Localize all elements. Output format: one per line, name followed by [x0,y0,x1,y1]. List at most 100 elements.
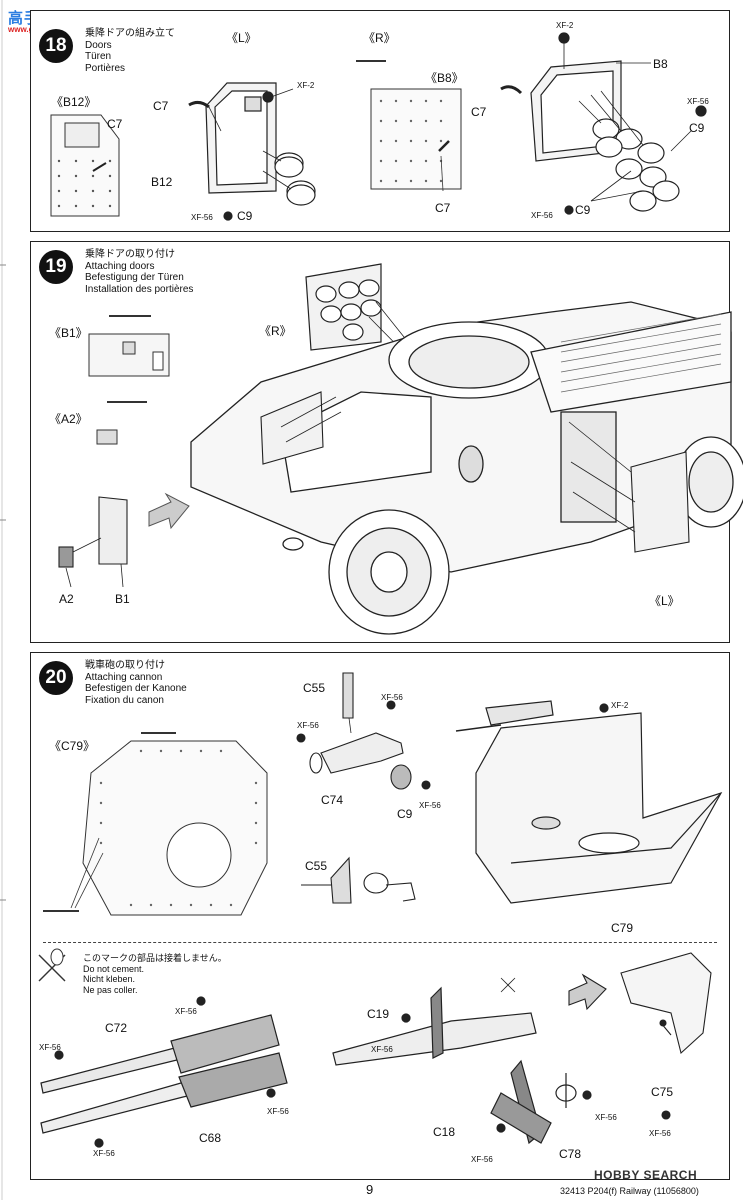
label-b8: B8 [653,57,668,71]
title-de: Befestigung der Türen [85,272,184,283]
no-cement-icon [38,948,66,982]
label-c78: C78 [559,1147,582,1161]
label-c7-b: C7 [153,99,169,113]
label-xf56-g: XF-56 [93,1149,115,1158]
title-en: Doors [85,39,112,51]
binding-marks [0,0,6,1200]
title-de: Befestigen der Kanone [85,683,187,694]
label-c55-a: C55 [303,681,326,695]
label-c68: C68 [199,1131,222,1145]
door-r [305,263,444,393]
label-c75: C75 [651,1085,674,1099]
label-b12: B12 [151,175,173,189]
step-20-panel: 20 戦車砲の取り付け Attaching cannon Befestigen … [30,652,730,1180]
no-cement-fr: Ne pas coller. [83,984,138,995]
step-18-panel: 18 乗降ドアの組み立て Doors Türen Portières [30,10,730,232]
step-20-illustration [38,672,723,1148]
b1-reference [88,315,170,377]
label-r-ref: 《R》 [259,324,292,338]
label-xf56-k: XF-56 [649,1129,671,1138]
hatched-arrow [148,492,190,530]
step-19-panel: 19 乗降ドアの取り付け Attaching doors Befestigung… [30,241,743,643]
title-jp: 乗降ドアの取り付け [85,249,175,260]
label-xf56-d: XF-56 [175,1007,197,1016]
label-l-ref: 《L》 [649,594,680,608]
label-c79-ref: 《C79》 [49,739,96,753]
door-l-assembly [188,82,316,221]
label-c19: C19 [367,1007,390,1021]
label-c9-c: C9 [575,203,591,217]
label-a2-ref: 《A2》 [49,412,88,426]
label-xf2: XF-2 [611,701,629,710]
label-b12-ref: 《B12》 [51,95,97,109]
title-jp: 乗降ドアの組み立て [85,28,175,39]
a2-b1-parts [58,496,128,588]
no-cement-de: Nicht kleben. [83,974,136,984]
label-c72: C72 [105,1021,128,1035]
label-c9: C9 [397,807,413,821]
step-number-18: 18 [39,29,73,63]
gun-c72-c68 [40,996,288,1148]
label-l-ref: 《L》 [226,31,257,45]
label-xf56-b: XF-56 [687,97,709,106]
step-number-20: 20 [39,661,73,695]
step-18-titles: 乗降ドアの組み立て Doors Türen Portières [85,28,175,74]
step-20-titles: 戦車砲の取り付け Attaching cannon Befestigen der… [85,660,187,706]
label-xf56-a: XF-56 [191,213,213,222]
label-b1-ref: 《B1》 [49,326,88,340]
c75-detail [568,952,712,1120]
title-jp: 戦車砲の取り付け [85,660,165,671]
label-c7-c: C7 [435,201,451,215]
no-cement-note: このマークの部品は接着しません。 Do not cement. Nicht kl… [83,953,227,995]
label-c55-b: C55 [305,859,328,873]
hobby-search-logo: HOBBY SEARCH [594,1168,698,1182]
label-c9-a: C9 [237,209,253,223]
b8-reference-panel [356,60,462,192]
step-number-19: 19 [39,250,73,284]
label-b1: B1 [115,592,130,606]
door-l [568,421,690,553]
label-xf56-h: XF-56 [371,1045,393,1054]
title-fr: Fixation du canon [85,694,164,706]
title-de: Türen [85,51,112,62]
label-xf56-j: XF-56 [595,1113,617,1122]
label-a2: A2 [59,592,74,606]
label-c79: C79 [611,921,634,935]
vehicle-body [190,301,743,635]
product-line: 32413 P204(f) Railway (11056800) [560,1186,699,1196]
label-r-ref: 《R》 [363,31,396,45]
label-c7-a: C7 [107,117,123,131]
label-c18: C18 [433,1125,456,1139]
label-xf56-f: XF-56 [267,1107,289,1116]
step-19-titles: 乗降ドアの取り付け Attaching doors Befestigung de… [85,249,193,295]
label-b8-ref: 《B8》 [425,71,464,85]
a2-reference [96,401,147,445]
b12-reference-panel [50,114,120,217]
label-xf56-i: XF-56 [471,1155,493,1164]
title-en: Attaching doors [85,260,155,272]
gun-mount-c19-c18 [332,977,592,1145]
turret-c79 [455,700,723,904]
title-fr: Portières [85,62,126,74]
step-18-illustration [50,32,707,221]
label-xf56-c: XF-56 [419,801,441,810]
page-number: 9 [366,1182,374,1197]
no-cement-separator [43,942,717,943]
c79-reference-plate [43,732,268,916]
title-fr: Installation des portières [85,283,194,295]
label-c9-b: C9 [689,121,705,135]
c55-detail [301,856,416,904]
label-xf56-c: XF-56 [531,211,553,220]
label-xf56-b: XF-56 [297,721,319,730]
cannon-mount-exploded [296,672,431,790]
step-19-illustration [58,263,743,635]
no-cement-jp: このマークの部品は接着しません。 [83,953,227,963]
label-xf56-e: XF-56 [39,1043,61,1052]
label-xf2-a: XF-2 [297,81,315,90]
label-c7-d: C7 [471,105,487,119]
no-cement-en: Do not cement. [83,963,145,974]
door-small-left [260,391,342,465]
label-c74: C74 [321,793,344,807]
label-xf2-b: XF-2 [556,21,574,30]
title-en: Attaching cannon [85,671,163,683]
